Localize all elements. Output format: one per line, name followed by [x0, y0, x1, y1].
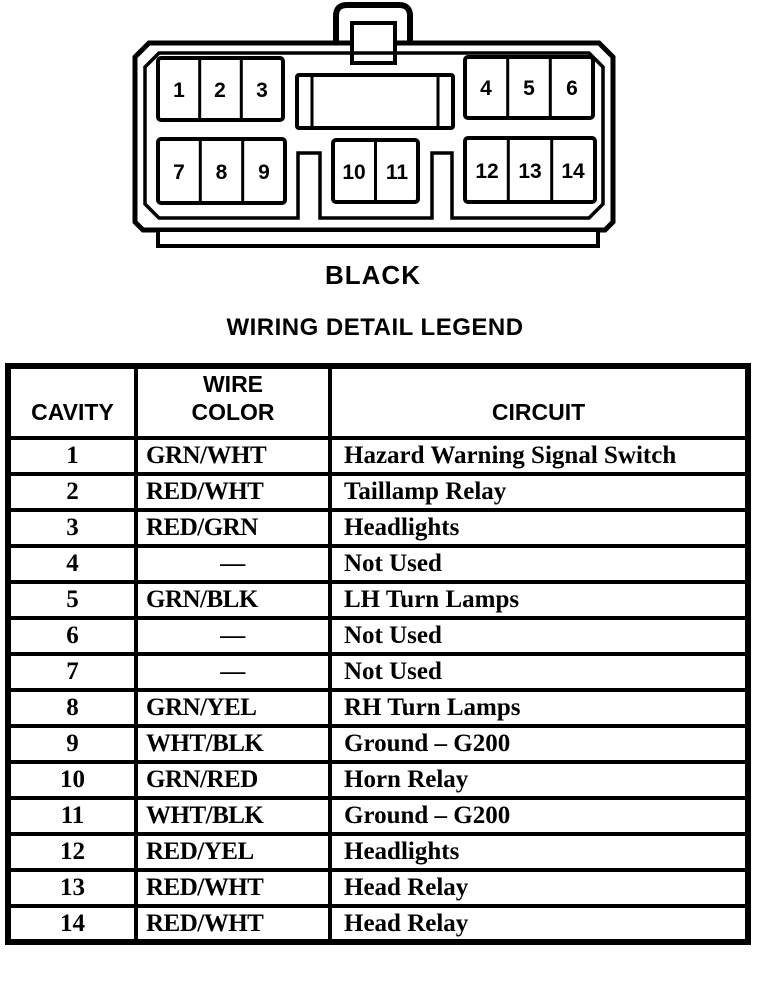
cavity-group-1-3: 1 2 3 [156, 56, 285, 122]
table-row: 11 WHT/BLK Ground – G200 [6, 796, 750, 836]
wire-color-cell: WHT/BLK [134, 796, 332, 836]
circuit-cell: Head Relay [328, 904, 750, 944]
table-row: 2 RED/WHT Taillamp Relay [6, 472, 750, 512]
circuit-cell: Horn Relay [328, 760, 750, 800]
circuit-cell: LH Turn Lamps [328, 580, 750, 620]
circuit-cell: Not Used [328, 544, 750, 584]
cavity-cell: 4 [6, 544, 138, 584]
wire-color-cell: WHT/BLK [134, 724, 332, 764]
cavity-cell: 14 [6, 904, 138, 944]
cavity-number: 10 [342, 161, 365, 184]
cavity-cell: 8 [6, 688, 138, 728]
header-wire-color: WIRE COLOR [134, 364, 332, 440]
cavity-number: 8 [216, 161, 228, 184]
table-row: 10 GRN/RED Horn Relay [6, 760, 750, 800]
cavity-number: 14 [561, 160, 585, 183]
header-wire-line2: COLOR [191, 399, 275, 425]
circuit-cell: Not Used [328, 616, 750, 656]
connector-inner-outline [143, 51, 605, 220]
cavity-cell: 7 [6, 652, 138, 692]
circuit-cell: Headlights [328, 832, 750, 872]
wire-color-cell: RED/WHT [134, 868, 332, 908]
circuit-cell: Head Relay [328, 868, 750, 908]
connector-base-bar [156, 228, 600, 248]
cavity-group-12-14: 12 13 14 [463, 136, 597, 204]
circuit-cell: Hazard Warning Signal Switch [328, 436, 750, 476]
circuit-cell: Not Used [328, 652, 750, 692]
cavity-number: 7 [173, 161, 185, 184]
cavity-cell: 2 [6, 472, 138, 512]
legend-table: CAVITY WIRE COLOR CIRCUIT 1 GRN/WHT Haza… [5, 363, 751, 945]
cavity-number: 6 [566, 77, 578, 100]
circuit-cell: Taillamp Relay [328, 472, 750, 512]
cavity-cell: 9 [6, 724, 138, 764]
cavity-cell: 10 [6, 760, 138, 800]
connector-center-slot [295, 73, 455, 130]
wire-color-cell: RED/GRN [134, 508, 332, 548]
header-circuit: CIRCUIT [328, 364, 750, 440]
cavity-cell: 1 [6, 436, 138, 476]
table-row: 1 GRN/WHT Hazard Warning Signal Switch [6, 436, 750, 476]
wire-color-cell: — [134, 544, 332, 584]
cavity-group-7-9: 7 8 9 [156, 137, 287, 205]
table-row: 7 — Not Used [6, 652, 750, 692]
cavity-number: 1 [173, 79, 185, 102]
header-cavity: CAVITY [6, 364, 138, 440]
cavity-group-4-6: 4 5 6 [463, 55, 595, 120]
cavity-number: 5 [523, 77, 535, 100]
table-row: 13 RED/WHT Head Relay [6, 868, 750, 908]
connector-color-label: BLACK [325, 260, 421, 290]
cavity-number: 13 [518, 160, 541, 183]
wire-color-cell: GRN/YEL [134, 688, 332, 728]
table-row: 8 GRN/YEL RH Turn Lamps [6, 688, 750, 728]
circuit-cell: Ground – G200 [328, 724, 750, 764]
wire-color-cell: — [134, 652, 332, 692]
wire-color-cell: RED/YEL [134, 832, 332, 872]
cavity-cell: 3 [6, 508, 138, 548]
cavity-number: 12 [475, 160, 498, 183]
cavity-group-10-11: 10 11 [331, 138, 420, 204]
cavity-cell: 5 [6, 580, 138, 620]
wire-color-cell: GRN/BLK [134, 580, 332, 620]
cavity-cell: 13 [6, 868, 138, 908]
table-row: 6 — Not Used [6, 616, 750, 656]
table-row: 3 RED/GRN Headlights [6, 508, 750, 548]
circuit-cell: Ground – G200 [328, 796, 750, 836]
circuit-cell: Headlights [328, 508, 750, 548]
cavity-number: 3 [256, 79, 268, 102]
wire-color-cell: RED/WHT [134, 472, 332, 512]
cavity-number: 2 [214, 79, 226, 102]
cavity-number: 11 [386, 161, 409, 184]
cavity-number: 4 [480, 77, 492, 100]
cavity-cell: 6 [6, 616, 138, 656]
table-row: 12 RED/YEL Headlights [6, 832, 750, 872]
connector-diagram: 1 2 3 4 5 6 7 8 9 10 11 [132, 2, 616, 290]
cavity-cell: 11 [6, 796, 138, 836]
cavity-number: 9 [258, 161, 270, 184]
cavity-cell: 12 [6, 832, 138, 872]
circuit-cell: RH Turn Lamps [328, 688, 750, 728]
header-row: CAVITY WIRE COLOR CIRCUIT [6, 364, 750, 440]
table-row: 4 — Not Used [6, 544, 750, 584]
table-row: 5 GRN/BLK LH Turn Lamps [6, 580, 750, 620]
legend-title: WIRING DETAIL LEGEND [226, 314, 524, 341]
wire-color-cell: GRN/RED [134, 760, 332, 800]
table-row: 9 WHT/BLK Ground – G200 [6, 724, 750, 764]
header-wire-line1: WIRE [202, 371, 264, 397]
wire-color-cell: GRN/WHT [134, 436, 332, 476]
connector-latch-inner [350, 21, 397, 65]
wire-color-cell: — [134, 616, 332, 656]
table-row: 14 RED/WHT Head Relay [6, 904, 750, 944]
wire-color-cell: RED/WHT [134, 904, 332, 944]
